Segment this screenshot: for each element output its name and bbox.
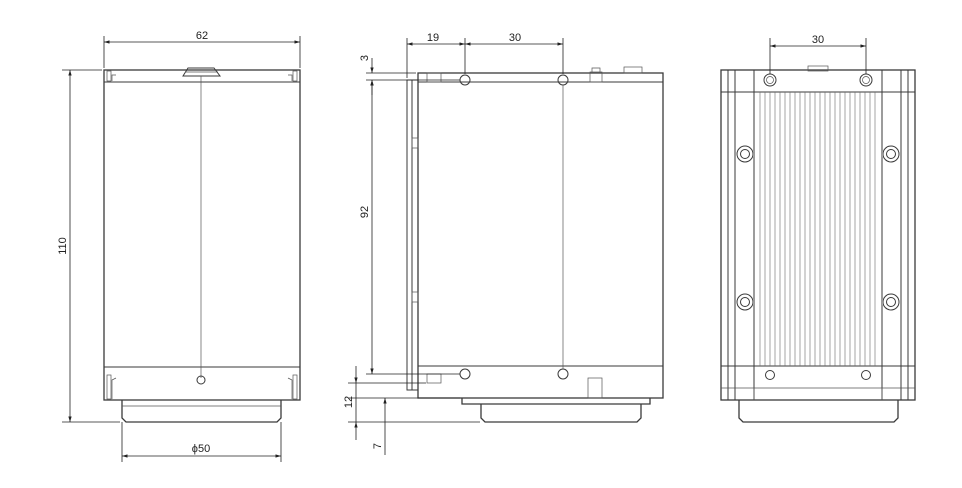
back-view: 30 <box>720 34 916 423</box>
cooling-fins <box>759 92 876 366</box>
dim-side-hole-spacing: 30 <box>509 32 521 44</box>
dim-side-hole-pitch: 92 <box>359 206 371 218</box>
dim-side-top-offset: 3 <box>359 55 371 61</box>
dim-side-flange: 7 <box>372 443 384 449</box>
dim-side-offset: 19 <box>427 32 439 44</box>
dim-front-width: 62 <box>196 30 208 42</box>
dim-front-height: 110 <box>57 237 69 255</box>
front-view: 62 110 ϕ50 <box>57 30 301 462</box>
screw-icon <box>736 145 754 163</box>
screw-icon <box>882 145 900 163</box>
dim-side-lens-length: 12 <box>343 396 355 408</box>
screw-icon <box>882 293 900 311</box>
side-view: 19 30 3 92 12 7 <box>343 32 664 455</box>
dim-back-hole-spacing: 30 <box>812 34 824 46</box>
dim-front-diameter: ϕ50 <box>192 443 210 455</box>
screw-icon <box>736 293 754 311</box>
